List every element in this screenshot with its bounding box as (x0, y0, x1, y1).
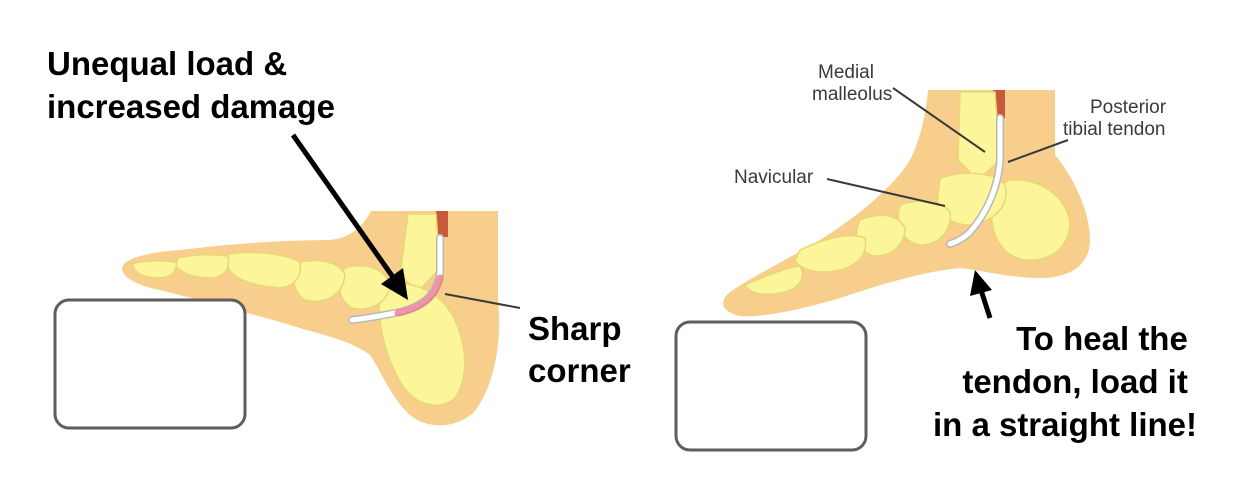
medial-malleolus-line-2: malleolus (812, 84, 892, 105)
posterior-tibial-tendon-label: Posterior tibial tendon (1063, 97, 1171, 140)
right-foot-bones (743, 91, 1071, 296)
sharp-corner-line-1: Sharp (528, 310, 622, 347)
heal-caption-line-2: tendon, load it (962, 363, 1187, 400)
posterior-tibial-tendon-line-1: Posterior (1090, 97, 1167, 118)
left-caption-line-1: Unequal load & (47, 45, 287, 82)
sharp-corner-pointer (444, 293, 521, 309)
right-foot-diagram (723, 90, 1090, 317)
left-tendon-damage (394, 274, 444, 317)
left-caption: Unequal load & increased damage (47, 45, 335, 125)
sharp-corner-line-2: corner (528, 352, 631, 389)
heal-caption-line-1: To heal the (1016, 320, 1188, 357)
posterior-tibial-tendon-line-2: tibial tendon (1063, 119, 1165, 140)
left-support-box (53, 298, 247, 430)
navicular-pointer (826, 178, 946, 207)
right-heal-arrow (970, 270, 993, 319)
heal-caption-line-3: in a straight line! (933, 406, 1197, 443)
medial-malleolus-line-1: Medial (818, 62, 874, 83)
sharp-corner-label: Sharp corner (528, 310, 631, 389)
medial-malleolus-label: Medial malleolus (812, 62, 892, 105)
right-support-box (674, 320, 868, 452)
right-tibial-tendon-core (947, 115, 1003, 247)
heal-caption: To heal the tendon, load it in a straigh… (933, 320, 1197, 443)
left-calf-muscle (436, 211, 448, 237)
navicular-label: Navicular (734, 167, 814, 188)
left-damage-arrow (290, 133, 408, 300)
posterior-tibial-tendon-pointer (1007, 139, 1069, 163)
left-foot-diagram (122, 211, 500, 426)
medial-malleolus-pointer (892, 87, 986, 153)
left-caption-line-2: increased damage (47, 88, 335, 125)
